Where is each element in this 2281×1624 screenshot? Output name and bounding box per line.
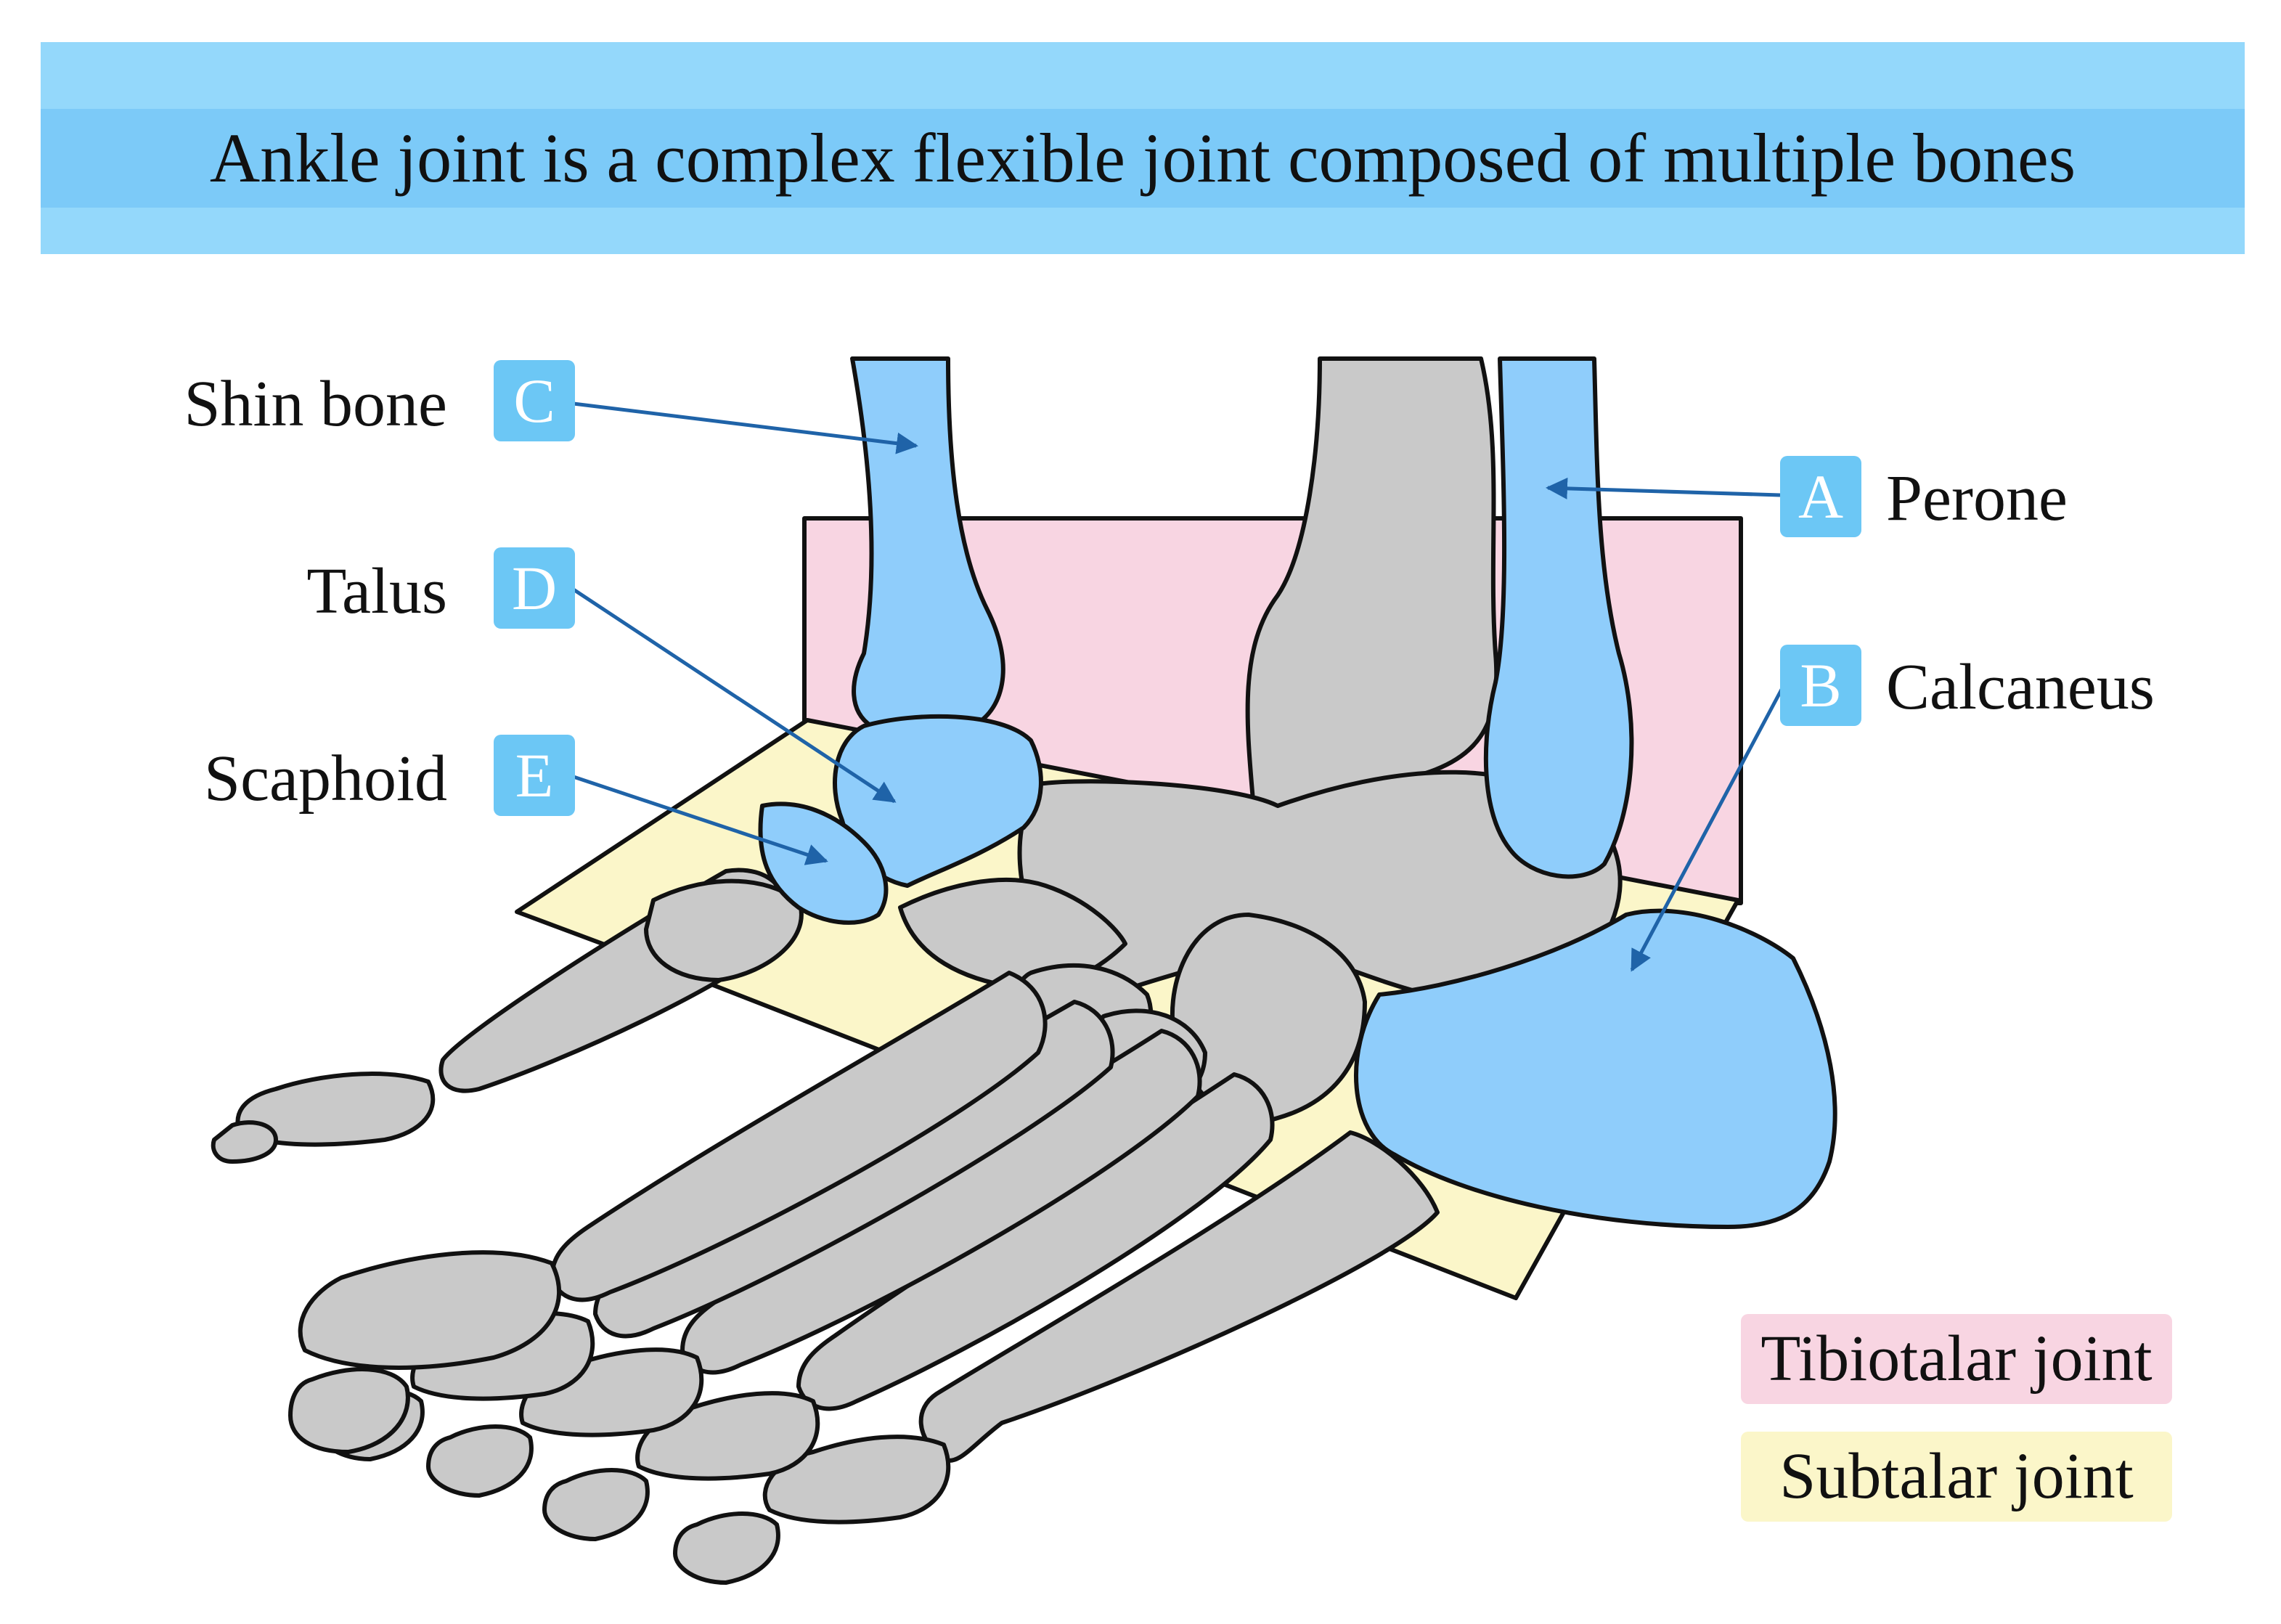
bone-metatarsal-1 bbox=[550, 971, 1048, 1302]
label-perone: Perone bbox=[1886, 462, 2068, 534]
bone-inner-cuneiform bbox=[644, 878, 804, 982]
label-shin-bone: Shin bone bbox=[184, 368, 447, 440]
label-calcaneus: Calcaneus bbox=[1886, 651, 2155, 723]
bone-toe-3-tip bbox=[426, 1424, 534, 1498]
title-banner: Ankle joint is a complex flexible joint … bbox=[41, 42, 2245, 254]
bone-toe-5 bbox=[762, 1435, 951, 1525]
bone-cuboid bbox=[1170, 913, 1367, 1124]
label-scaphoid: Scaphoid bbox=[204, 743, 447, 815]
badge-e: E bbox=[494, 735, 575, 816]
page-title: Ankle joint is a complex flexible joint … bbox=[209, 119, 2076, 197]
arrow-c bbox=[573, 401, 918, 454]
bone-perone-a bbox=[1483, 356, 1634, 879]
badge-c: C bbox=[494, 360, 575, 441]
arrow-b bbox=[1630, 685, 1785, 972]
badge-b: B bbox=[1780, 645, 1861, 726]
legend-tibiotalar-joint: Tibiotalar joint bbox=[1741, 1314, 2172, 1404]
title-band bbox=[41, 109, 2245, 208]
label-talus: Talus bbox=[306, 555, 447, 627]
legend-subtalar-joint: Subtalar joint bbox=[1741, 1432, 2172, 1522]
bone-toe-1 bbox=[298, 1250, 561, 1370]
arrow-d bbox=[572, 587, 897, 804]
badge-d: D bbox=[494, 547, 575, 629]
bone-calcaneus-b bbox=[1354, 908, 1837, 1229]
bone-navicular bbox=[898, 877, 1127, 991]
arrow-a bbox=[1546, 477, 1781, 499]
bone-inner-toe-tip bbox=[211, 1120, 278, 1164]
bone-metatarsal-5 bbox=[918, 1130, 1440, 1463]
bone-talus-d bbox=[833, 714, 1043, 888]
bone-toe-4-tip bbox=[542, 1468, 650, 1541]
bone-toe-1-tip bbox=[288, 1367, 410, 1454]
badge-a: A bbox=[1780, 456, 1861, 537]
arrow-e bbox=[573, 775, 828, 865]
bone-toe-5-tip bbox=[673, 1511, 780, 1585]
